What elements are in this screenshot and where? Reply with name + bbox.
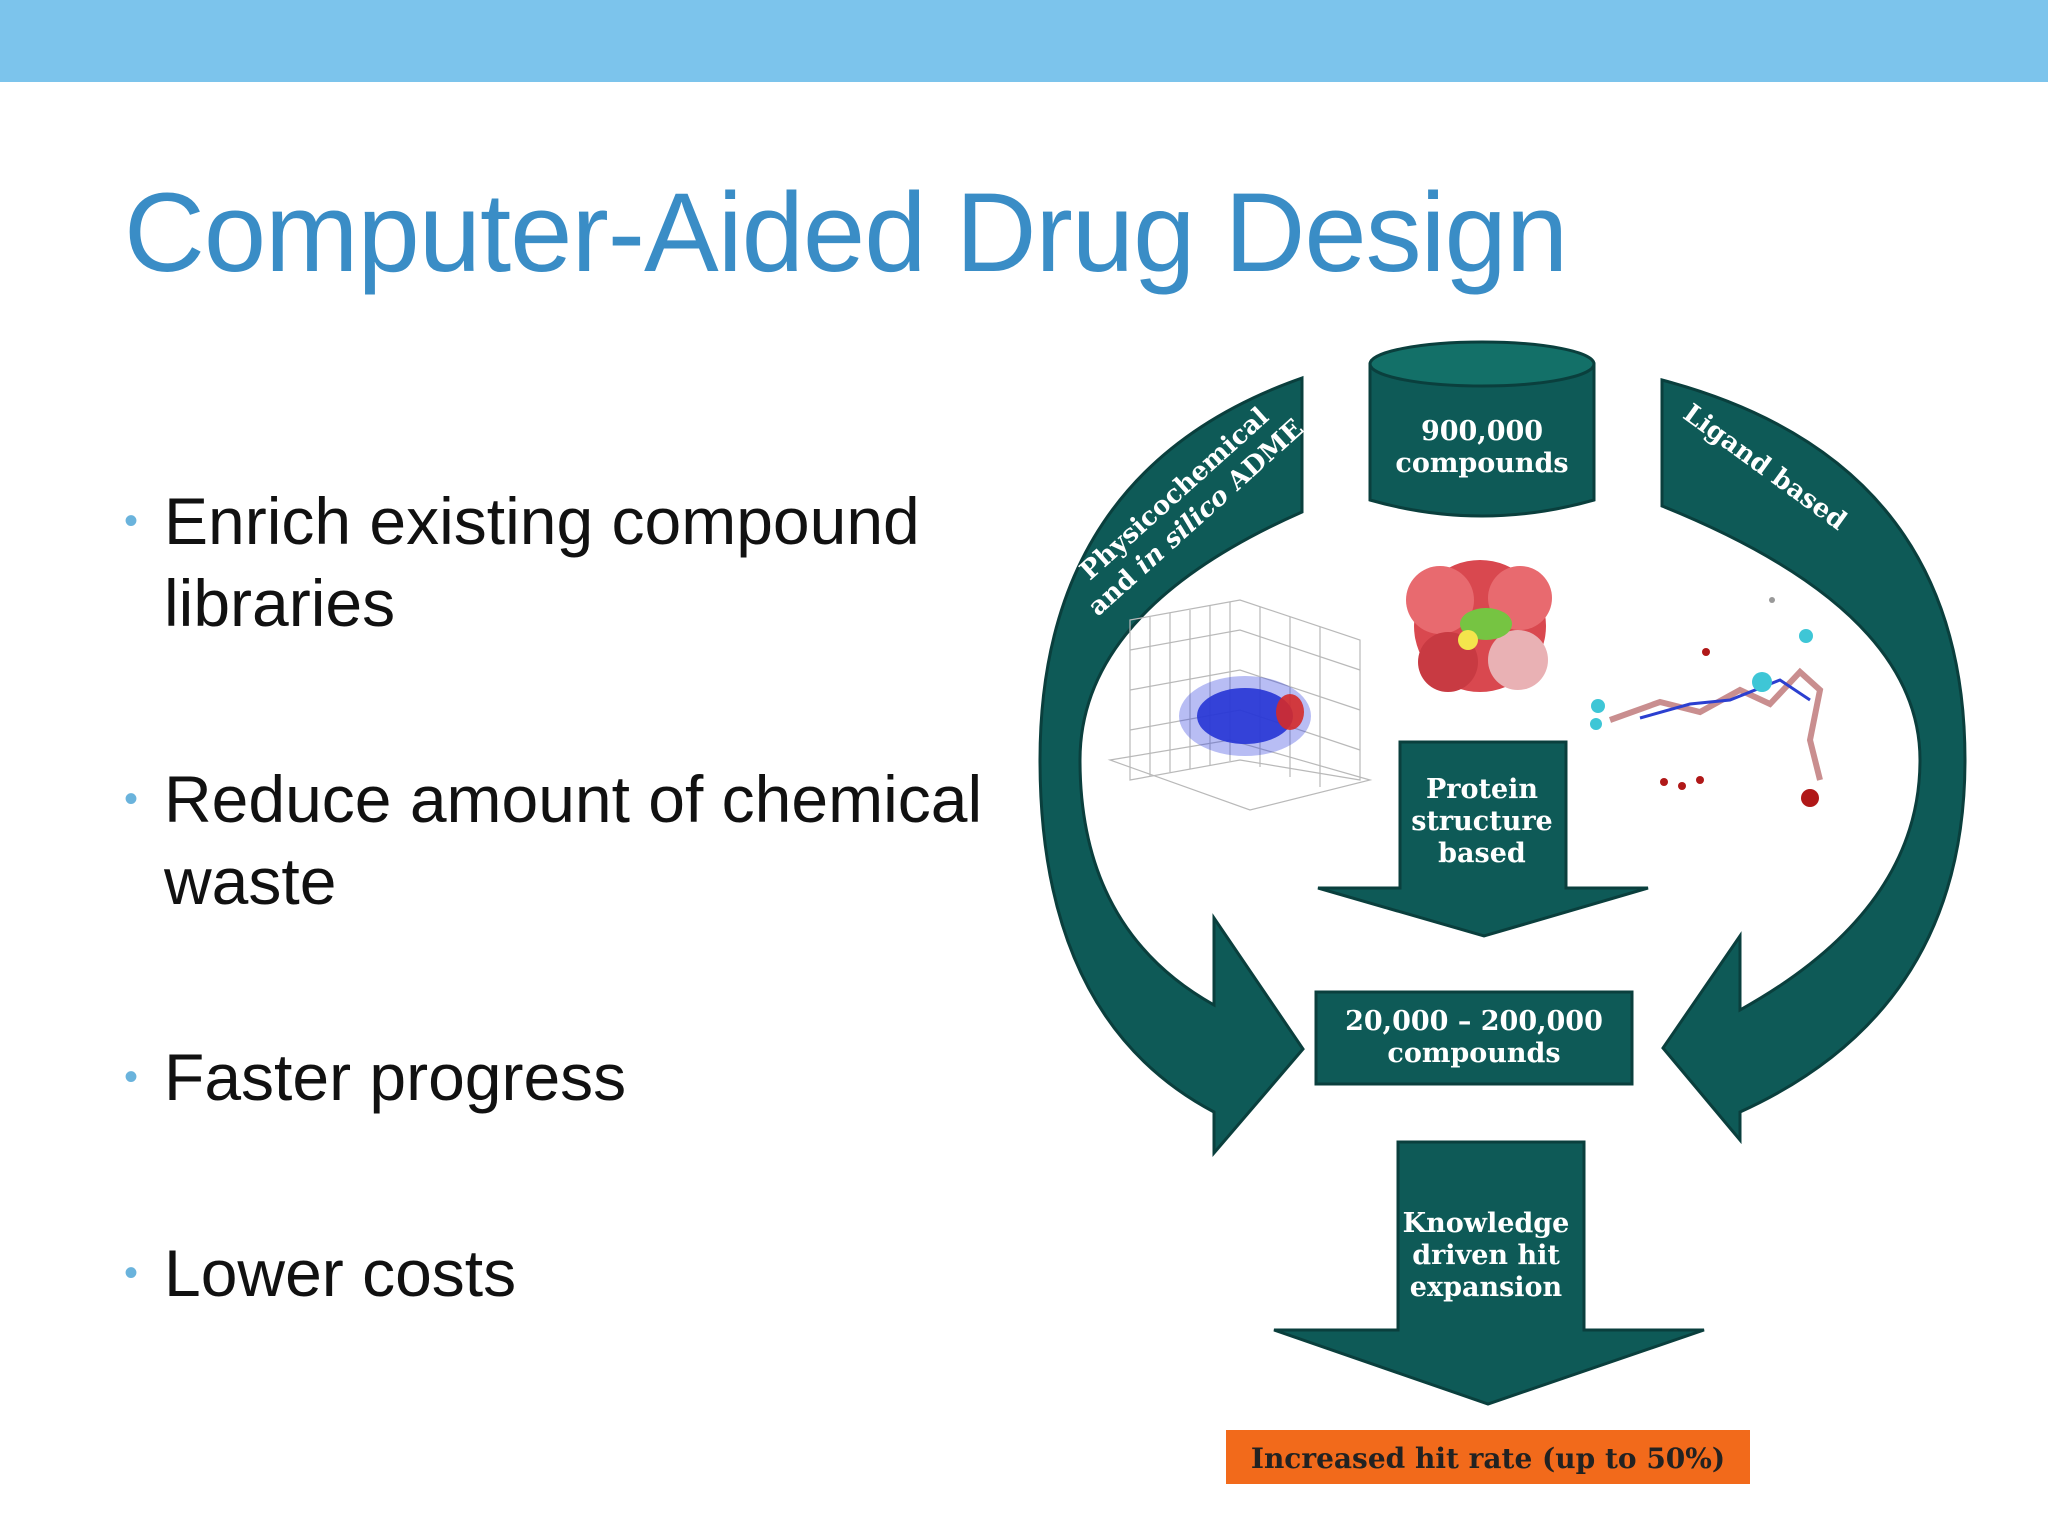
- ligand-atom: [1590, 718, 1602, 730]
- drug-design-funnel-diagram: Physicochemical and in silico ADME Ligan…: [1038, 340, 1967, 1484]
- ligand-atom: [1769, 597, 1775, 603]
- ligand-atom: [1799, 629, 1813, 643]
- ligand-atom: [1660, 778, 1668, 786]
- ligand-atom: [1801, 789, 1819, 807]
- scatter-cluster-red: [1276, 694, 1304, 730]
- cylinder-label-line-2: compounds: [1395, 448, 1568, 479]
- scatter-cluster-blue: [1197, 688, 1293, 744]
- ligand-backbone-blue: [1639, 678, 1811, 720]
- ligand-atom: [1678, 782, 1686, 790]
- bullet-item-enrich-libraries: • Enrich existing compound libraries: [124, 480, 920, 644]
- filtered-compounds-line-1: 20,000 – 200,000: [1345, 1006, 1603, 1037]
- top-accent-band: [0, 0, 2048, 82]
- ligand-atom: [1752, 672, 1772, 692]
- hit-rate-rect: [1226, 1430, 1750, 1484]
- protein-arrow-line-1: Protein: [1426, 774, 1538, 805]
- cylinder-top: [1368, 340, 1596, 388]
- bullet-line: waste: [164, 844, 337, 918]
- ligand-atom: [1696, 776, 1704, 784]
- knowledge-arrow-line-3: expansion: [1410, 1272, 1563, 1303]
- bullet-line: Enrich existing compound: [164, 484, 920, 558]
- protein-blob: [1406, 566, 1474, 634]
- knowledge-driven-arrow-shape: [1273, 1140, 1705, 1406]
- scatter-point-cloud: [1179, 676, 1311, 756]
- chemical-space-scatter-plot: [1107, 599, 1373, 811]
- scatter-box-back: [1129, 599, 1361, 781]
- protein-structure-arrow-shape: [1317, 740, 1649, 938]
- cylinder-label-line-1: 900,000: [1421, 416, 1543, 447]
- protein-arrow-line-2: structure: [1411, 806, 1552, 837]
- knowledge-arrow-line-2: driven hit: [1412, 1240, 1560, 1271]
- ligand-structure-image: [1590, 597, 1824, 807]
- protein-blob: [1488, 630, 1548, 690]
- compound-library-cylinder: 900,000 compounds: [1368, 340, 1596, 518]
- filtered-compounds-box: 20,000 – 200,000 compounds: [1314, 990, 1634, 1086]
- knowledge-arrow-line-1: Knowledge: [1403, 1208, 1570, 1239]
- bullet-item-lower-costs: • Lower costs: [124, 1232, 516, 1314]
- right-curved-arrow: [1660, 378, 1967, 1145]
- bullet-dot: •: [124, 1251, 139, 1295]
- bullet-dot: •: [124, 1055, 139, 1099]
- hit-rate-label: Increased hit rate (up to 50%): [1251, 1442, 1725, 1475]
- ligand-atom: [1702, 648, 1710, 656]
- filtered-compounds-line-2: compounds: [1387, 1038, 1560, 1069]
- hit-rate-result-bar: Increased hit rate (up to 50%): [1226, 1430, 1750, 1484]
- bullet-line: libraries: [164, 566, 396, 640]
- bullet-dot: •: [124, 777, 139, 821]
- protein-structure-arrow: Protein structure based: [1317, 740, 1649, 938]
- bullet-item-reduce-waste: • Reduce amount of chemical waste: [124, 758, 982, 922]
- ligand-backbone: [1608, 667, 1824, 781]
- filtered-compounds-rect: [1314, 990, 1634, 1086]
- bullet-item-faster-progress: • Faster progress: [124, 1036, 626, 1118]
- protein-highlight: [1458, 630, 1478, 650]
- bullet-dot: •: [124, 499, 139, 543]
- protein-arrow-line-3: based: [1438, 838, 1526, 869]
- slide-title: Computer-Aided Drug Design: [124, 170, 1568, 295]
- cylinder-body: [1368, 362, 1596, 518]
- bullet-line: Lower costs: [164, 1236, 517, 1310]
- bullet-line: Reduce amount of chemical: [164, 762, 983, 836]
- ligand-atom: [1591, 699, 1605, 713]
- protein-structure-image: [1406, 560, 1552, 692]
- scatter-cluster-blue-halo: [1179, 676, 1311, 756]
- knowledge-driven-arrow: Knowledge driven hit expansion: [1273, 1140, 1705, 1406]
- left-curved-arrow: [1038, 375, 1305, 1158]
- bullet-line: Faster progress: [164, 1040, 627, 1114]
